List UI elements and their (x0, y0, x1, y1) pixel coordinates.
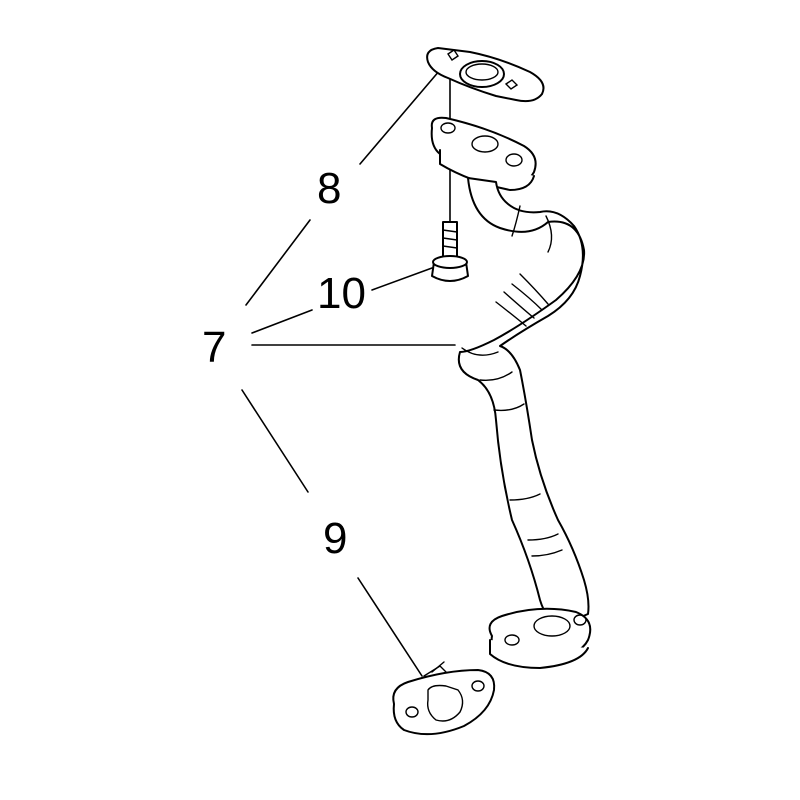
leader-7-to-10 (251, 309, 313, 334)
upper-flange (430, 116, 537, 191)
callout-9: 9 (323, 514, 347, 563)
callout-8: 8 (317, 164, 341, 213)
oil-pipe (457, 177, 590, 627)
lower-gasket (392, 661, 496, 736)
leader-7-to-8 (245, 219, 311, 306)
leader-9-to-gasket (357, 577, 423, 677)
callout-7: 7 (202, 323, 226, 372)
lower-flange (488, 607, 592, 669)
upper-gasket (426, 47, 545, 103)
leader-lines (241, 69, 456, 677)
callout-10: 10 (317, 269, 366, 318)
bolt (431, 221, 469, 282)
leader-8-to-gasket (359, 69, 441, 165)
leader-10-to-bolt (371, 267, 433, 291)
leader-7-to-9 (241, 389, 309, 493)
